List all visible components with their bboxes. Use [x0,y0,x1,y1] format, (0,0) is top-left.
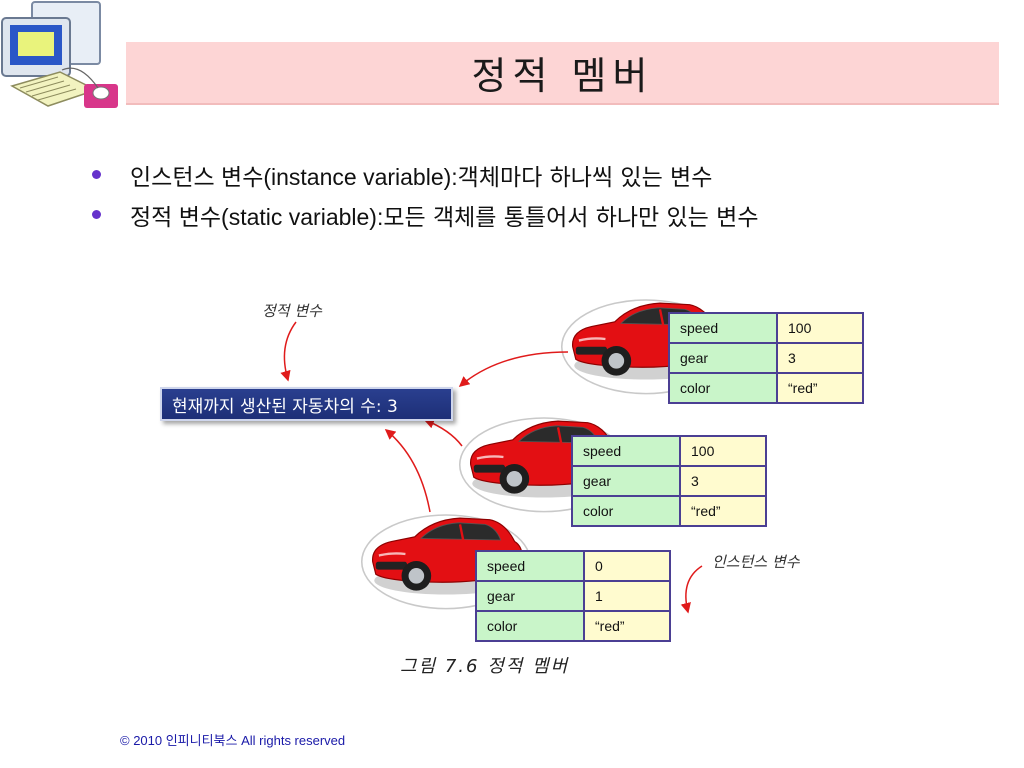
bullet-dot-icon [92,170,101,179]
arrow-car1-to-counter [458,351,569,387]
bullet-list: 인스턴스 변수(instance variable): 객체마다 하나씩 있는 … [92,155,992,235]
bullet-dot-icon [92,210,101,219]
computer-logo-icon [1,1,118,108]
field-key: color [571,495,681,527]
field-value: “red” [776,372,864,404]
field-value: “red” [679,495,767,527]
bullet-item-instance: 인스턴스 변수(instance variable): 객체마다 하나씩 있는 … [92,155,992,195]
car-count-text: 현재까지 생산된 자동차의 수: 3 [172,396,398,417]
bullet-term: 정적 변수(static variable): [130,204,384,230]
static-variable-label: 정적 변수 [262,302,322,320]
table-row: color“red” [668,372,864,404]
field-key: color [668,372,778,404]
field-key: gear [668,342,778,374]
bullet-desc: 모든 객체를 통틀어서 하나만 있는 변수 [383,205,759,231]
arrow-instance-label [680,565,703,614]
bullet-desc: 객체마다 하나씩 있는 변수 [457,165,713,191]
bullet-term: 인스턴스 변수(instance variable): [130,164,458,190]
field-value: 3 [679,465,767,497]
table-row: color“red” [571,495,767,527]
car-count-box: 현재까지 생산된 자동차의 수: 3 [160,387,453,421]
field-key: gear [571,465,681,497]
field-key: speed [475,550,585,582]
page-title: 정적 멤버 [471,54,654,98]
title-bar: 정적 멤버 [126,42,999,105]
field-key: color [475,610,585,642]
field-value: 0 [583,550,671,582]
field-key: speed [571,435,681,467]
arrow-car3-to-counter [384,429,431,513]
arrow-car2-to-counter [423,418,463,447]
figure-caption: 그림 7.6 정적 멤버 [400,656,570,677]
copyright-footer: © 2010 인피니티북스 All rights reserved [120,733,346,748]
field-value: “red” [583,610,671,642]
arrow-static-label [280,321,297,382]
field-key: gear [475,580,585,612]
field-key: speed [668,312,778,344]
field-value: 1 [583,580,671,612]
field-value: 100 [679,435,767,467]
field-value: 100 [776,312,864,344]
bullet-item-static: 정적 변수(static variable): 모든 객체를 통틀어서 하나만 … [92,195,992,235]
instance-variable-label: 인스턴스 변수 [712,553,800,571]
field-value: 3 [776,342,864,374]
table-row: color“red” [475,610,671,642]
